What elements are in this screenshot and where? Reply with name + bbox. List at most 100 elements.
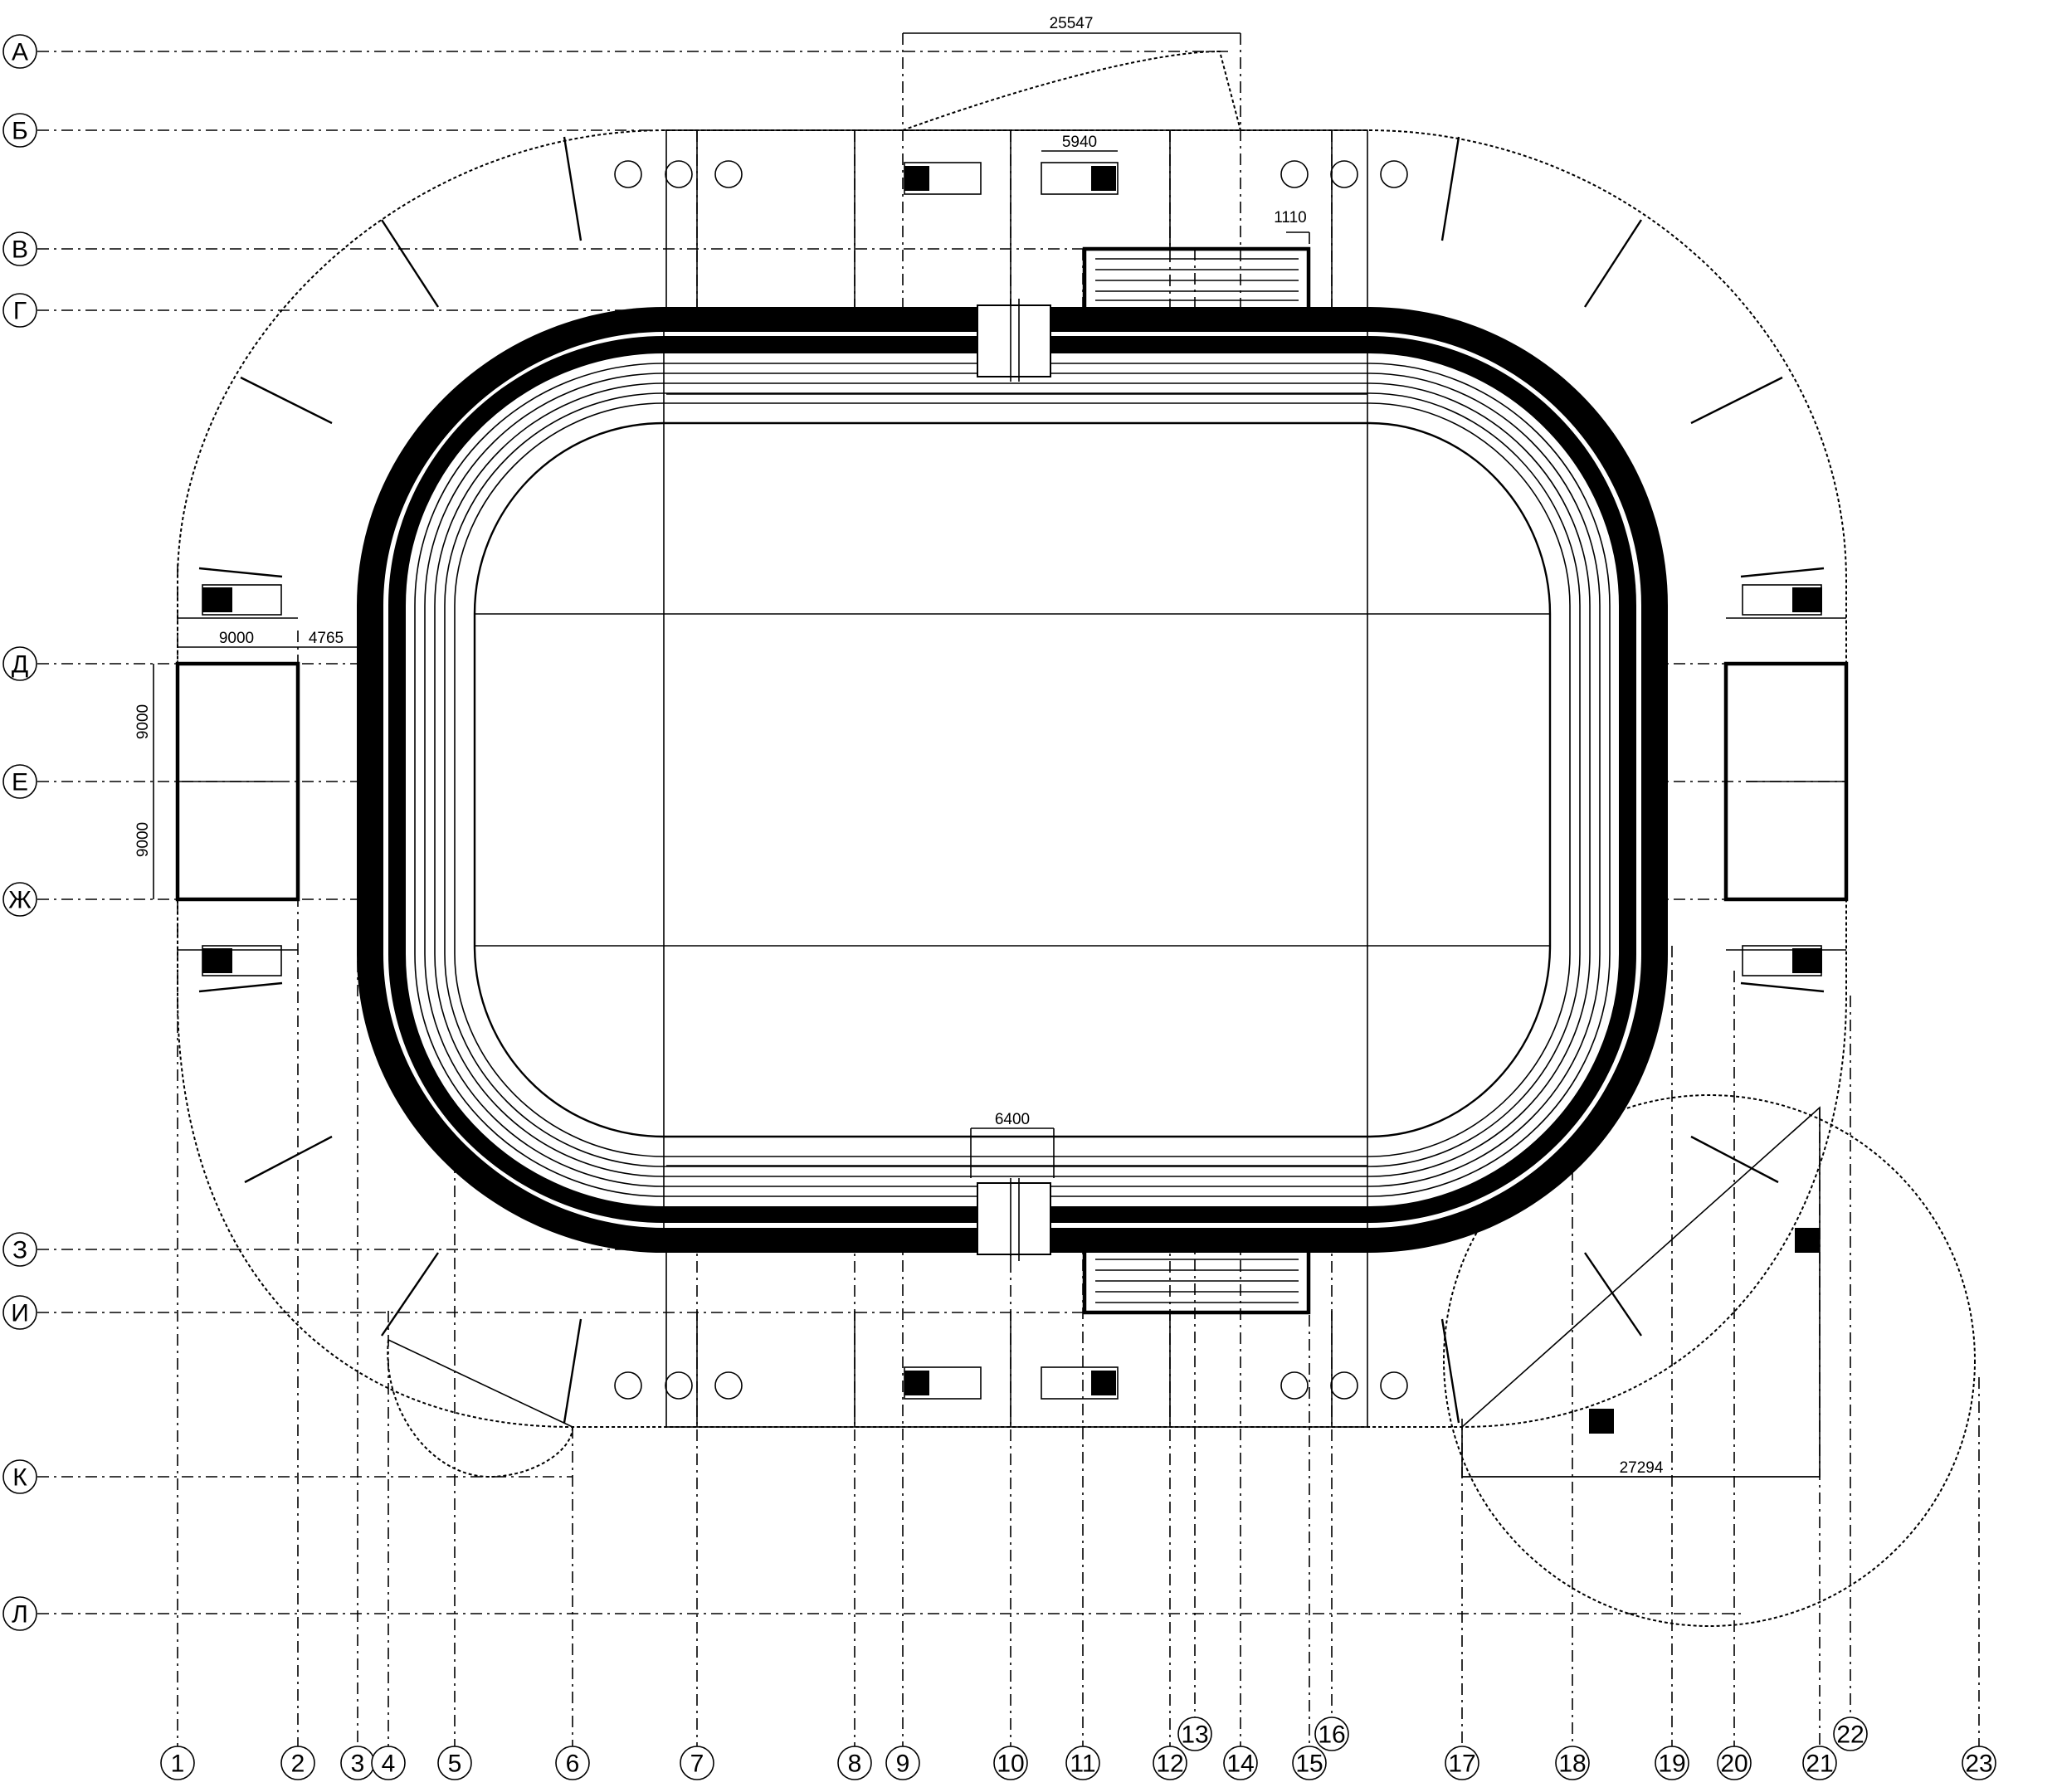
row-axis-bubble-circle <box>2 231 37 266</box>
dimension-lines <box>153 32 1820 1478</box>
row-axis-bubble-label: К <box>12 1464 27 1492</box>
column-axis-bubble: 18 <box>1555 1746 1590 1780</box>
elevator-symbols <box>614 160 1408 1400</box>
row-axis-bubble-label: З <box>12 1237 27 1264</box>
column-axis-bubble-circle <box>555 1746 590 1780</box>
column-axis-bubble-circle <box>371 1746 406 1780</box>
column-axis-bubble-label: 15 <box>1295 1751 1323 1778</box>
column-axis-bubble: 7 <box>680 1746 714 1780</box>
column-axis-bubble: 11 <box>1065 1746 1100 1780</box>
column-axis-bubble-label: 9 <box>896 1751 910 1778</box>
column-axis-bubble-label: 3 <box>351 1751 365 1778</box>
seating-bowl <box>357 299 1668 1261</box>
column-axis-bubble-label: 13 <box>1181 1721 1208 1749</box>
dim-left-width: 9000 <box>219 630 254 647</box>
column-axis-bubble: 23 <box>1962 1746 1996 1780</box>
column-axis-bubble-label: 5 <box>448 1751 462 1778</box>
row-axis-bubble: К <box>2 1459 37 1494</box>
row-axis-bubble-circle <box>2 764 37 799</box>
row-axis-bubble-label: Л <box>12 1601 28 1629</box>
column-axis-bubble-circle <box>437 1746 472 1780</box>
arena-grid <box>475 307 1550 1253</box>
column-axis-bubble-circle <box>1962 1746 1996 1780</box>
column-axis-bubble-circle <box>885 1746 920 1780</box>
dim-left-bay-upper: 9000 <box>134 704 152 739</box>
column-axis-bubble-label: 16 <box>1318 1721 1345 1749</box>
row-axis-bubble-circle <box>2 1596 37 1631</box>
column-axis-bubble-label: 18 <box>1558 1751 1586 1778</box>
row-axis-bubble: Д <box>2 646 37 681</box>
row-axis-bubble: И <box>2 1295 37 1330</box>
column-axis-bubble-label: 14 <box>1226 1751 1254 1778</box>
column-axis-bubble-label: 23 <box>1965 1751 1992 1778</box>
row-axis-bubble-circle <box>2 1295 37 1330</box>
column-axis-bubble-label: 12 <box>1156 1751 1183 1778</box>
row-axis-bubble: А <box>2 34 37 69</box>
column-axis-bubble-circle <box>1153 1746 1187 1780</box>
row-axis-bubbles: А Б В Г Д Е Ж З И К Л <box>2 34 37 1631</box>
row-axis-bubble-label: Е <box>12 769 28 796</box>
dim-top-stair: 5940 <box>1062 134 1097 151</box>
dim-top-gap: 1110 <box>1274 209 1306 226</box>
row-axis-bubble-circle <box>2 293 37 328</box>
column-axis-bubble-label: 20 <box>1720 1751 1747 1778</box>
column-axis-bubble-label: 1 <box>171 1751 185 1778</box>
radial-walls <box>198 136 1825 1424</box>
column-axis-bubble-circle <box>1223 1746 1258 1780</box>
column-axis-bubble: 12 <box>1153 1746 1187 1780</box>
row-axis-bubble-circle <box>2 34 37 69</box>
column-axis-bubble: 6 <box>555 1746 590 1780</box>
column-axis-bubble-label: 8 <box>848 1751 862 1778</box>
column-axis-bubble-circle <box>1802 1746 1837 1780</box>
column-axis-bubble-circle <box>1292 1746 1327 1780</box>
column-axis-bubble-circle <box>1065 1746 1100 1780</box>
dim-right-radius: 27294 <box>1620 1459 1664 1477</box>
dim-bottom-passage: 6400 <box>995 1111 1030 1128</box>
column-axis-bubble-circle <box>1555 1746 1590 1780</box>
row-axis-bubble-label: Д <box>12 651 28 679</box>
row-axis-bubble: Л <box>2 1596 37 1631</box>
column-axis-bubble: 20 <box>1717 1746 1752 1780</box>
column-axis-bubble-circle <box>1445 1746 1479 1780</box>
column-axis-bubble: 14 <box>1223 1746 1258 1780</box>
row-axis-bubble: В <box>2 231 37 266</box>
column-axis-bubble: 17 <box>1445 1746 1479 1780</box>
column-axis-bubble-circle <box>993 1746 1028 1780</box>
row-axis-bubble-label: Г <box>13 298 27 325</box>
column-axis-bubble: 13 <box>1177 1717 1212 1751</box>
column-axis-bubble: 8 <box>837 1746 872 1780</box>
column-axis-bubble: 21 <box>1802 1746 1837 1780</box>
column-axis-bubble-label: 11 <box>1070 1751 1095 1778</box>
dim-top-span: 25547 <box>1050 15 1094 32</box>
column-axis-bubble-label: 17 <box>1448 1751 1475 1778</box>
row-axis-bubble: З <box>2 1232 37 1267</box>
column-axis-bubble: 9 <box>885 1746 920 1780</box>
column-axis-bubble-circle <box>1655 1746 1689 1780</box>
dimension-labels: 25547 5940 1110 6400 9000 4765 9000 9000… <box>134 15 1664 1477</box>
column-axis-bubble-label: 10 <box>997 1751 1024 1778</box>
row-axis-bubble: Ж <box>2 882 37 917</box>
top-bays <box>665 129 1368 313</box>
column-axis-bubble-circle <box>1177 1717 1212 1751</box>
row-axis-bubble-circle <box>2 1232 37 1267</box>
column-axis-bubble-label: 22 <box>1836 1721 1864 1749</box>
dim-left-bay-lower: 9000 <box>134 822 152 857</box>
row-axis-bubble: Б <box>2 113 37 148</box>
column-axis-bubble-circle <box>1717 1746 1752 1780</box>
column-axis-bubble-label: 21 <box>1806 1751 1833 1778</box>
row-axis-bubble-label: Б <box>12 118 28 145</box>
column-axis-bubble: 10 <box>993 1746 1028 1780</box>
column-axis-bubble-label: 6 <box>566 1751 580 1778</box>
column-axis-bubble-label: 19 <box>1658 1751 1685 1778</box>
column-axis-bubble: 22 <box>1833 1717 1868 1751</box>
column-axis-bubble-label: 7 <box>690 1751 704 1778</box>
column-axis-bubble: 19 <box>1655 1746 1689 1780</box>
row-axis-bubble-circle <box>2 1459 37 1494</box>
column-axis-bubble-circle <box>837 1746 872 1780</box>
dim-left-offset: 4765 <box>309 630 344 647</box>
column-axis-bubble-circle <box>160 1746 195 1780</box>
row-axis-bubble-circle <box>2 646 37 681</box>
column-axis-bubble: 5 <box>437 1746 472 1780</box>
